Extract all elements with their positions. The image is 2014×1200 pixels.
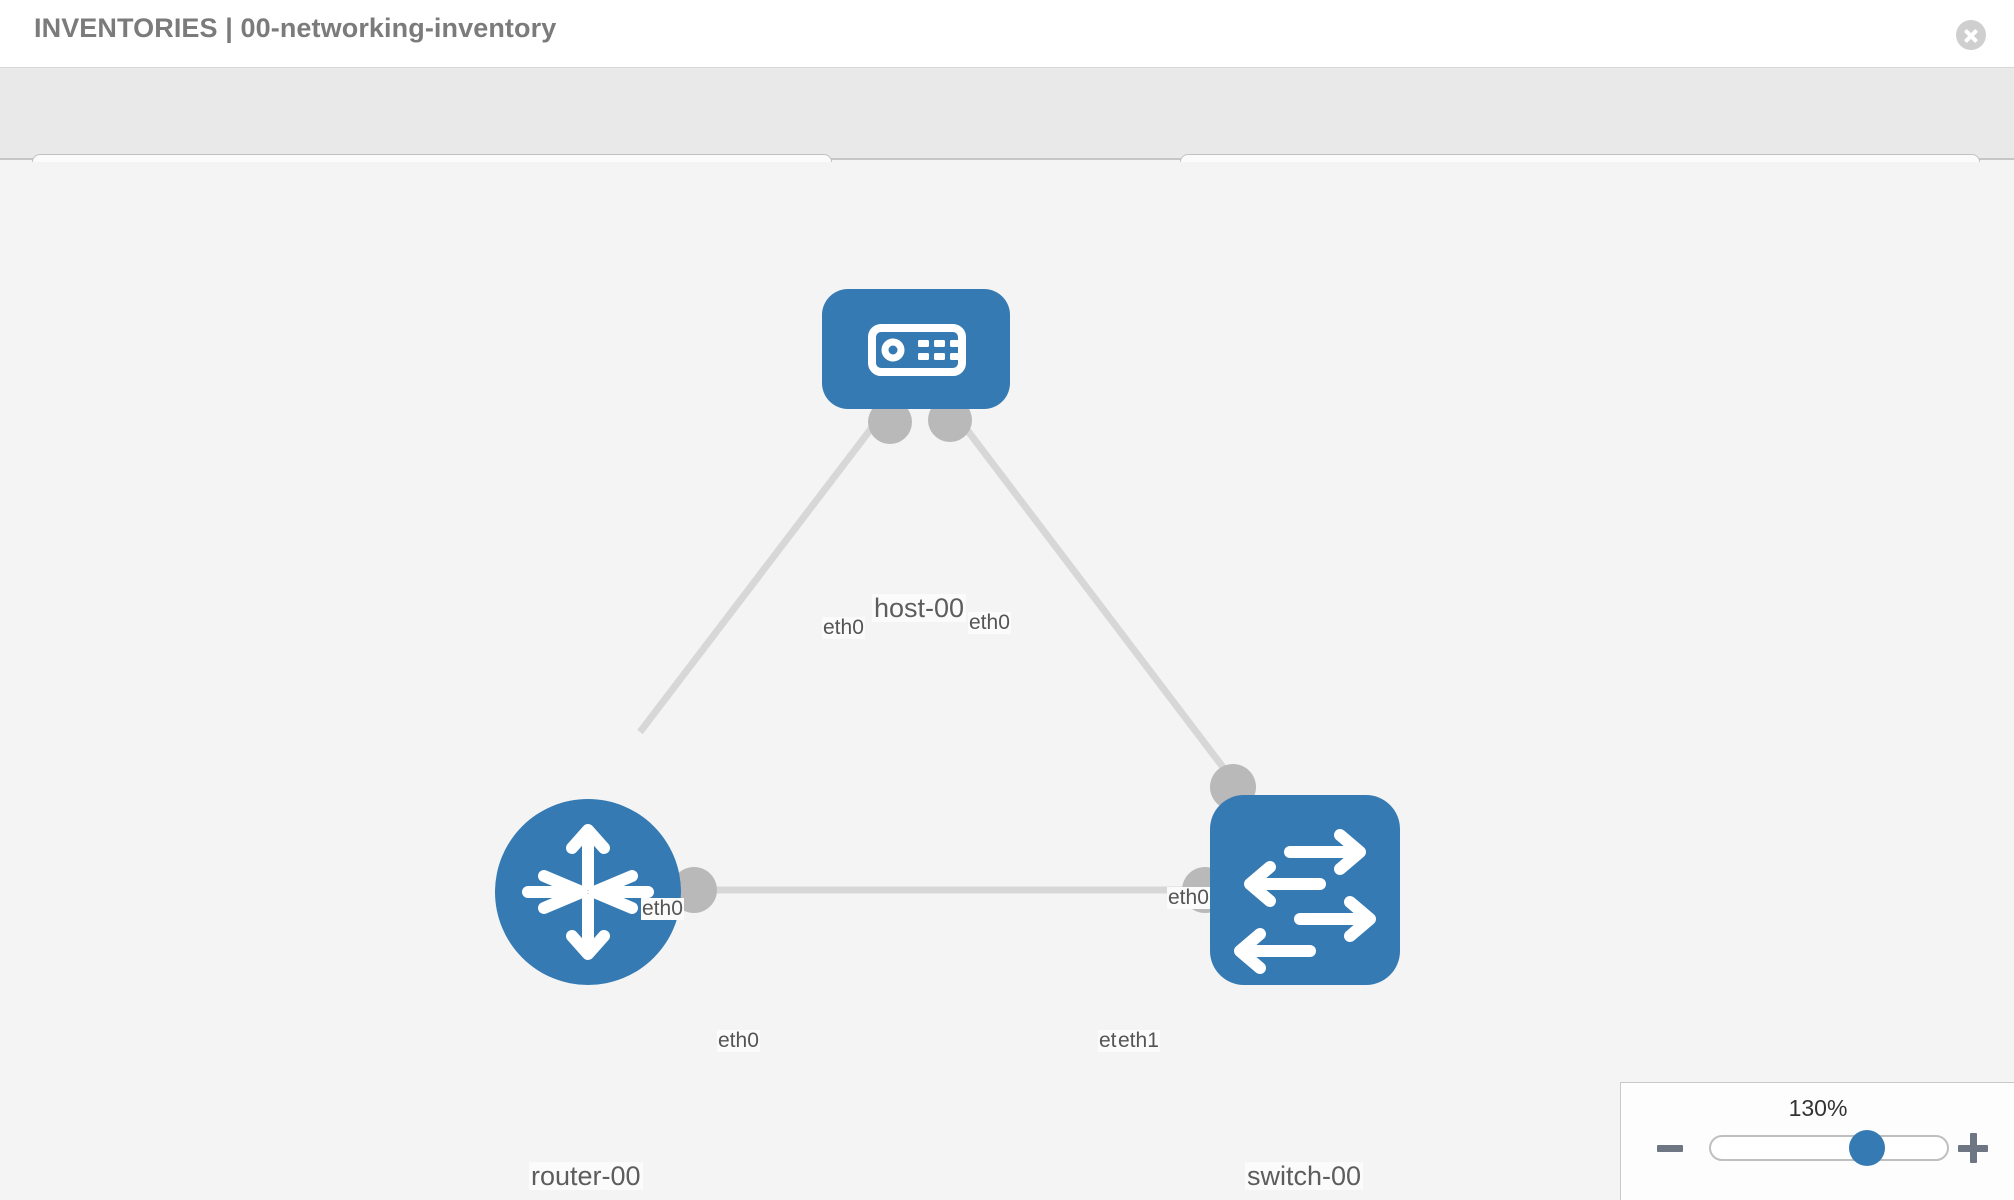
node-label-switch-00: switch-00 xyxy=(1245,1161,1364,1191)
interface-nub-host-00-left[interactable] xyxy=(868,400,912,444)
link-host-00-switch-00[interactable] xyxy=(952,411,1241,790)
iface-label-router-link-eth0: eth0 xyxy=(641,897,684,921)
iface-label-host-00-eth0-right: eth0 xyxy=(968,611,1011,635)
node-switch-00[interactable] xyxy=(1210,795,1400,985)
zoom-slider[interactable] xyxy=(1709,1130,1949,1166)
node-host-00[interactable] xyxy=(822,289,1010,409)
plus-icon-vertical xyxy=(1969,1133,1977,1163)
zoom-slider-thumb[interactable] xyxy=(1848,1130,1885,1166)
minus-icon[interactable] xyxy=(1657,1145,1683,1152)
topology-canvas[interactable]: host-00 router-00 switch-00 eth0 eth0 et… xyxy=(0,162,2014,1200)
zoom-control-panel: 130% xyxy=(1620,1082,2014,1200)
interface-nub-group xyxy=(671,398,1256,913)
toolbar: ACTIONS SEARCH xyxy=(0,68,2014,210)
link-host-00-router-00[interactable] xyxy=(637,414,883,735)
iface-label-switch-link-eth0: eth0 xyxy=(1167,886,1210,910)
node-label-host-00: host-00 xyxy=(872,593,967,623)
switch-arrows-icon xyxy=(1234,829,1376,974)
zoom-level-value: 130% xyxy=(1788,1095,1848,1121)
page-title: INVENTORIES | 00-networking-inventory xyxy=(34,13,557,43)
router-arrows-icon xyxy=(522,824,654,960)
close-icon[interactable] xyxy=(1956,20,1986,50)
header-bar: INVENTORIES | 00-networking-inventory xyxy=(0,0,2014,68)
plus-icon[interactable] xyxy=(1958,1133,1988,1163)
iface-label-router-00-eth0: eth0 xyxy=(717,1029,760,1053)
topology-graph xyxy=(495,289,1400,985)
iface-label-switch-00-eth1: eth1 xyxy=(1117,1029,1160,1053)
server-icon xyxy=(868,324,966,376)
node-label-router-00: router-00 xyxy=(529,1161,643,1191)
iface-label-host-00-eth0-left: eth0 xyxy=(822,616,865,640)
link-group xyxy=(637,411,1241,894)
node-router-00[interactable] xyxy=(495,799,681,985)
